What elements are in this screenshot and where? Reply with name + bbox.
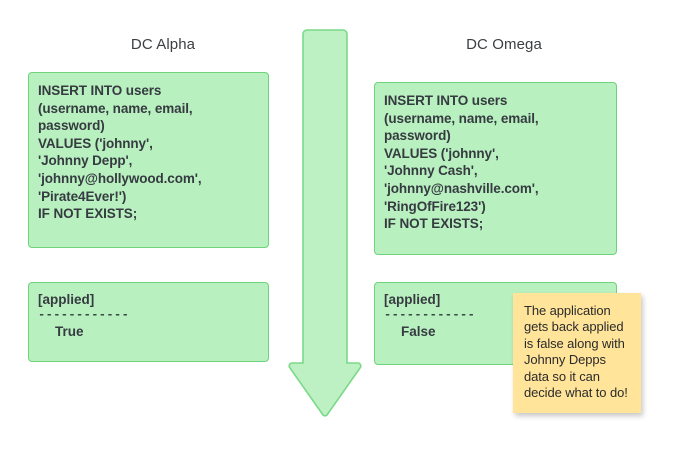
result-separator-dc-omega: ------------: [384, 308, 476, 322]
arrow-down-icon: [288, 25, 362, 421]
result-value-dc-alpha: True: [55, 324, 84, 339]
result-header-dc-omega: [applied]: [384, 292, 441, 307]
sql-statement-text-dc-omega: INSERT INTO users (username, name, email…: [384, 93, 539, 232]
result-value-dc-omega: False: [401, 324, 436, 339]
sticky-note: The application gets back applied is fal…: [513, 293, 641, 413]
sticky-note-text: The application gets back applied is fal…: [524, 303, 628, 401]
result-separator-dc-alpha: ------------: [38, 308, 130, 322]
result-header-dc-alpha: [applied]: [38, 292, 95, 307]
sql-statement-text-dc-alpha: INSERT INTO users (username, name, email…: [38, 83, 202, 222]
result-inner-dc-omega: [applied] ------------ False: [375, 283, 616, 342]
result-inner-dc-alpha: [applied] ------------ True: [29, 283, 268, 342]
column-title-dc-omega: DC Omega: [466, 36, 542, 53]
sql-statement-box-dc-omega: INSERT INTO users (username, name, email…: [374, 82, 617, 255]
column-title-dc-alpha: DC Alpha: [130, 36, 196, 53]
result-box-dc-alpha: [applied] ------------ True: [28, 282, 269, 362]
sql-statement-box-dc-alpha: INSERT INTO users (username, name, email…: [28, 72, 269, 248]
